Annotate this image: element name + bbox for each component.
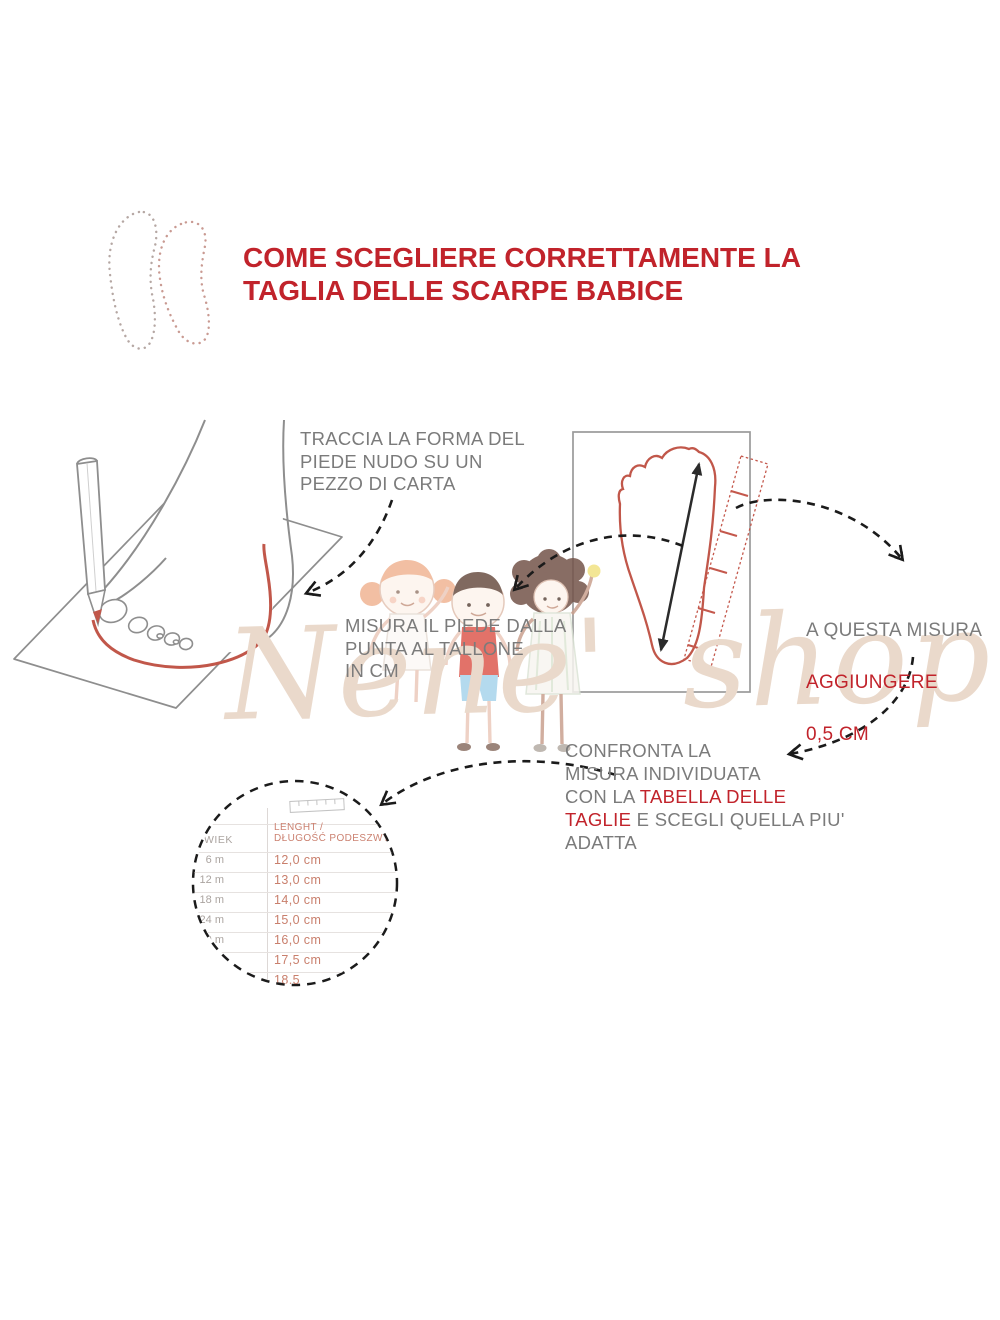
compare-text-highlight: TABELLA DELLE TAGLIE [565,786,787,830]
age-column-header: WIEK [204,834,233,846]
ruler-icon [683,455,769,668]
length-cell: 18,5 [274,973,300,984]
table-divider [267,808,268,984]
age-cell: 6 m [205,854,224,866]
page-title: COME SCEGLIERE CORRETTAMENTE LA TAGLIA D… [243,242,801,306]
dashed-arrow-trace [303,499,394,597]
paper-rect [572,431,751,693]
table-row: 24 m 15,0 cm [194,910,396,930]
paper-sheet [13,486,343,709]
step-trace-text: TRACCIA LA FORMA DEL PIEDE NUDO SU UN PE… [300,428,525,494]
measured-foot-illustration [572,431,769,693]
mini-ruler-icon [289,798,345,813]
length-cell: 17,5 cm [274,953,322,967]
compare-text-part1: CONFRONTA LA MISURA INDIVIDUATA CON LA [565,740,761,807]
foot-tracing-illustration [13,419,343,709]
size-table-rows: 6 m 12,0 cm 12 m 13,0 cm 18 m 14,0 cm 24 m 15,0… [194,850,396,984]
table-row: 18,5 [194,970,396,984]
table-row: 30 m 16,0 cm [194,930,396,950]
pencil-icon [76,457,107,628]
step-compare-text: CONFRONTA LA MISURA INDIVIDUATA CON LA T… [565,739,865,854]
table-row: 17,5 cm [194,950,396,970]
measure-arrow [657,462,703,652]
length-column-header: LENGHT / DŁUGOŚĆ PODESZWY [274,822,390,844]
length-cell: 12,0 cm [274,853,322,867]
traced-outline [91,543,273,669]
age-cell: 24 m [199,914,224,926]
length-cell: 16,0 cm [274,933,322,947]
dashed-arrow-add [735,498,905,562]
dotted-feet-icon [108,210,211,350]
table-row: 6 m 12,0 cm [194,850,396,870]
step-add-line1: A QUESTA MISURA [806,620,983,641]
step-add-line2: AGGIUNGERE [806,672,938,693]
age-cell: 30 m [199,934,224,946]
step-add-line3: 0,5 CM [806,724,870,745]
step-measure-text: MISURA IL PIEDE DALLA PUNTA AL TALLONE I… [345,615,567,681]
age-cell: 18 m [199,894,224,906]
length-cell: 15,0 cm [274,913,322,927]
table-row: 18 m 14,0 cm [194,890,396,910]
compare-text-part2: E SCEGLI QUELLA PIU' ADATTA [565,809,845,853]
toes [98,598,194,651]
foot-outline [617,446,717,666]
step-add-text: A QUESTA MISURA AGGIUNGERE 0,5 CM [806,592,982,774]
size-table-circle: WIEK LENGHT / DŁUGOŚĆ PODESZWY 6 m 12,0 c… [194,782,396,984]
age-cell: 12 m [199,874,224,886]
length-cell: 14,0 cm [274,893,322,907]
dashed-arrow-measure [512,534,684,592]
length-cell: 13,0 cm [274,873,322,887]
table-row: 12 m 13,0 cm [194,870,396,890]
